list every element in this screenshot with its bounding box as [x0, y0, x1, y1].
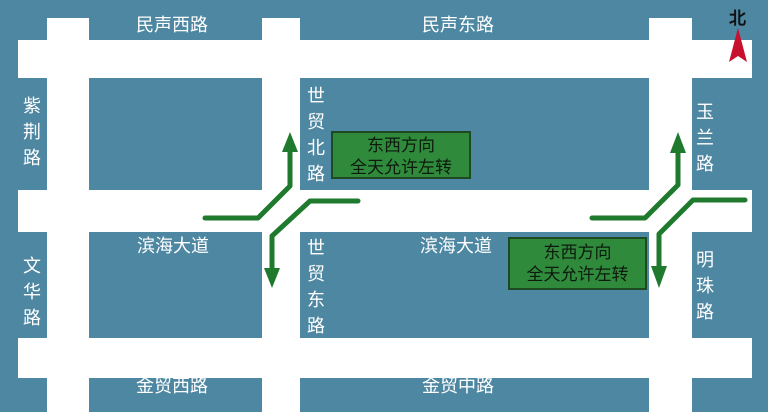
sign-line-1: 东西方向	[367, 136, 435, 156]
road-right-vertical	[649, 18, 692, 412]
left-turn-arrow-north	[202, 145, 293, 221]
left-turn-arrow-south-east	[656, 197, 748, 271]
road-label-right-north: 玉兰路	[696, 102, 714, 175]
road-label-top-west: 民声西路	[136, 15, 208, 36]
north-label: 北	[729, 9, 746, 29]
sign-line-2: 全天允许左转	[526, 265, 629, 285]
road-label-bottom-west: 金贸西路	[136, 376, 208, 397]
left-turn-arrow-south	[269, 198, 361, 273]
road-top	[18, 40, 752, 78]
arrowhead-icon	[282, 132, 298, 152]
road-label-bottom-east: 金贸中路	[422, 376, 494, 397]
road-left-vertical	[47, 18, 89, 412]
left-turn-arrow-north-east	[589, 147, 681, 221]
road-middle	[18, 190, 752, 232]
road-label-right-south: 明珠路	[696, 250, 714, 323]
road-bottom	[18, 338, 752, 378]
road-label-top-east: 民声东路	[422, 15, 494, 36]
sign-line-1: 东西方向	[543, 243, 612, 263]
sign-line-2: 全天允许左转	[350, 158, 452, 178]
north-arrow-icon	[729, 28, 747, 62]
road-label-mid-south: 世贸东路	[307, 238, 325, 337]
road-label-left-south: 文华路	[23, 256, 41, 329]
road-label-mid-north: 世贸北路	[307, 86, 325, 185]
left-turn-sign: 东西方向 全天允许左转	[331, 131, 471, 179]
road-label-main-west: 滨海大道	[137, 236, 209, 257]
roads	[18, 18, 752, 412]
road-label-main-east: 滨海大道	[420, 236, 492, 257]
left-turn-sign: 东西方向 全天允许左转	[508, 237, 647, 290]
arrowhead-icon	[651, 266, 667, 288]
arrowhead-icon	[670, 132, 686, 153]
arrowhead-icon	[264, 268, 280, 288]
road-label-left-north: 紫荆路	[23, 96, 41, 169]
